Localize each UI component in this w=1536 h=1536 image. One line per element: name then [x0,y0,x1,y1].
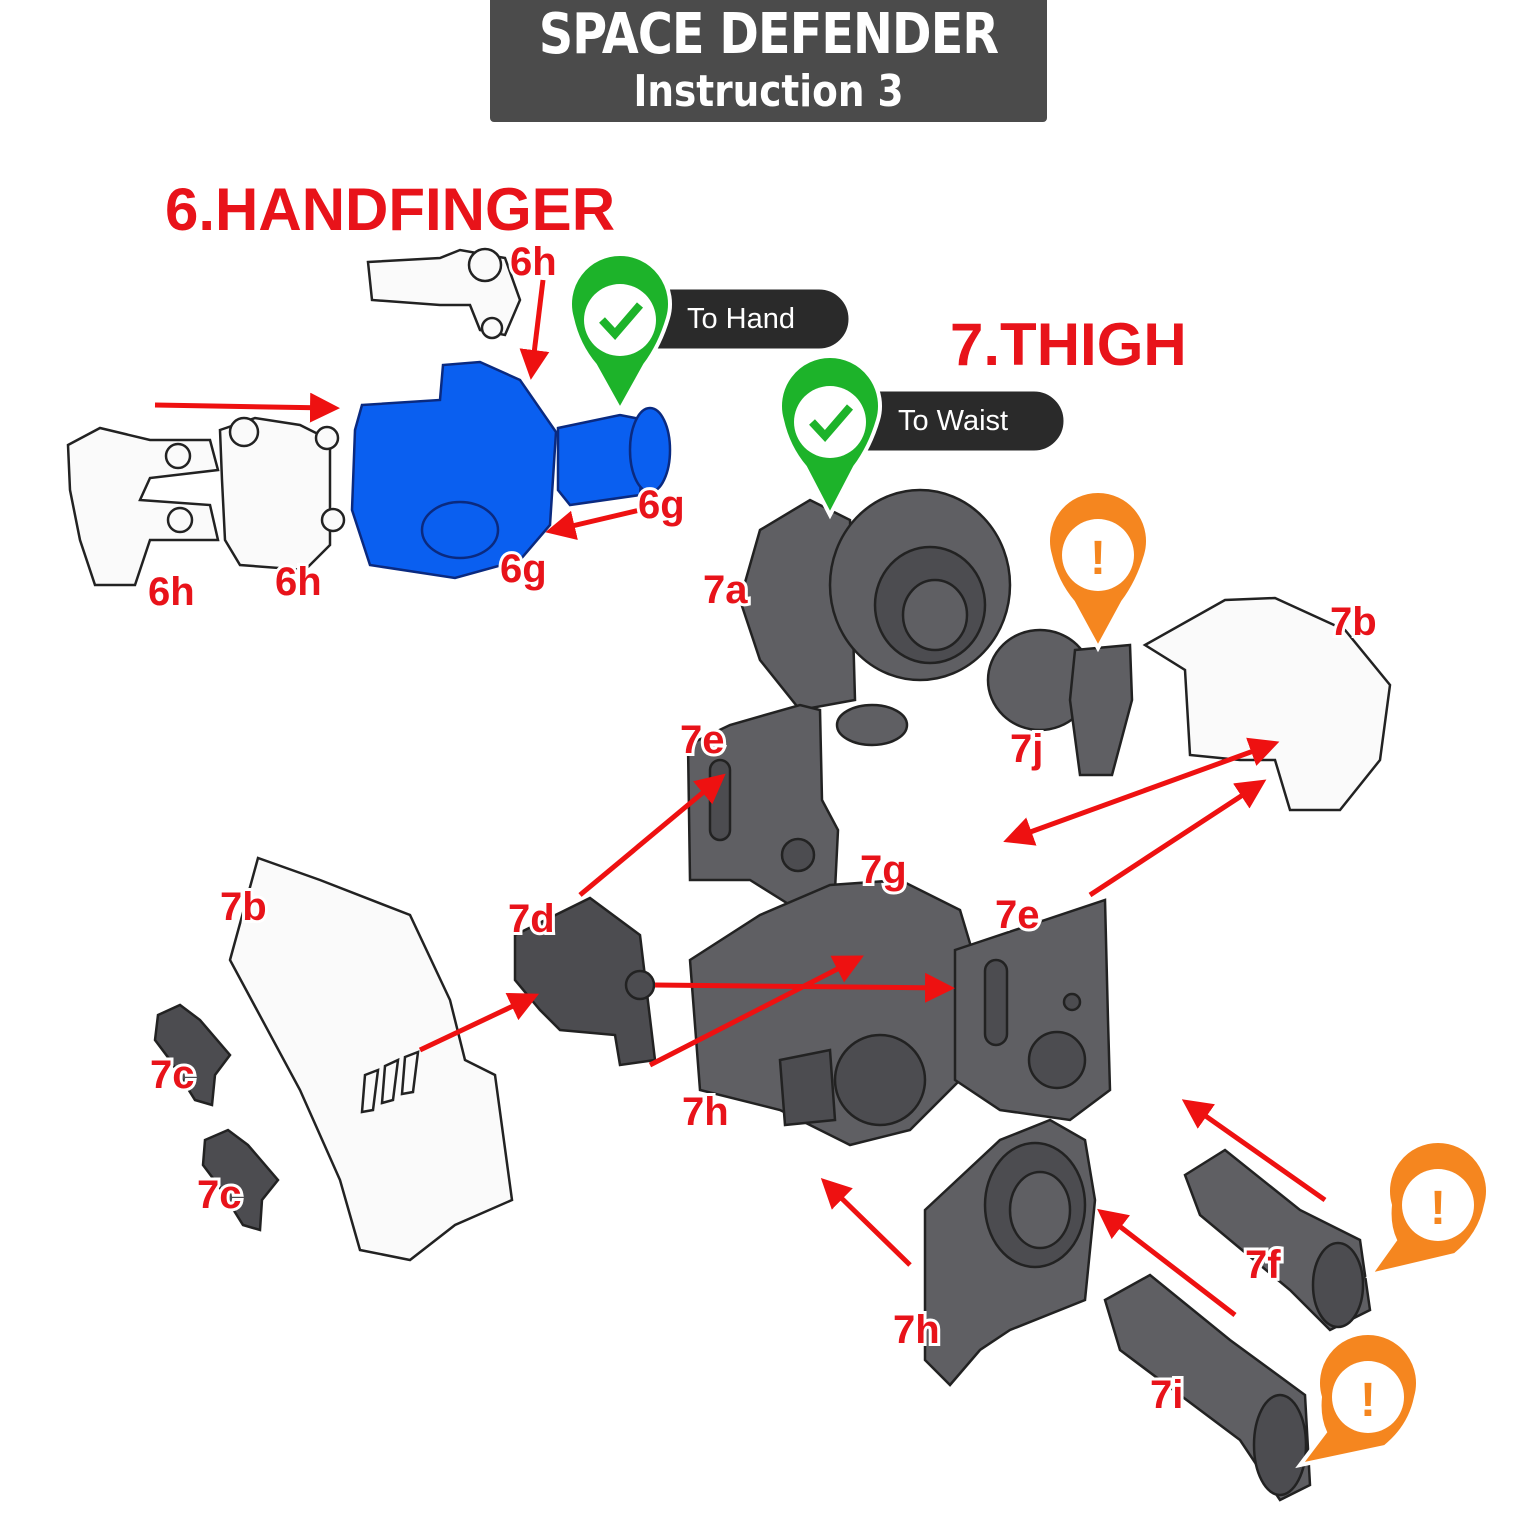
part-7c-bottom [201,1128,280,1232]
arrow [820,1178,912,1267]
callout-text: To Hand [687,303,795,335]
warning-icon: ! [1360,1374,1376,1427]
warning-callout-7f: ! [1365,1139,1490,1279]
label-7g: 7g [860,848,907,892]
label-7c: 7c [197,1173,242,1217]
label-7d: 7d [508,897,555,941]
check-icon [809,404,854,442]
warning-icon: ! [1430,1182,1446,1235]
arrow [1097,1208,1237,1317]
part-7e-right [953,898,1112,1122]
arrow [545,507,641,541]
label-7h: 7h [682,1090,729,1134]
warning-callout-7j: ! [1046,489,1150,653]
label-7c: 7c [150,1053,195,1097]
part-7g [688,878,977,1147]
callout-to-waist: To Waist [778,354,1067,520]
subtitle: Instruction 3 [633,66,904,117]
section-heading-handfinger: 6.HANDFINGER [165,176,615,243]
arrow [519,279,550,380]
label-6h: 6h [148,570,195,614]
arrow [154,392,340,423]
warning-icon: ! [1090,532,1106,585]
label-7j: 7j [1010,727,1043,771]
title-banner: SPACE DEFENDER Instruction 3 [490,0,1047,122]
assembly-arrows [154,279,1327,1317]
label-6h: 6h [510,240,557,284]
section-heading-thigh: 7.THIGH [950,311,1187,378]
arrow [648,955,864,1068]
arrow [418,992,540,1053]
part-7b-left [228,856,514,1262]
label-7e: 7e [995,893,1040,937]
callout-to-hand: To Hand [568,252,852,415]
label-7a: 7a [703,568,748,612]
label-7b: 7b [1330,600,1377,644]
arrow [1003,737,1280,846]
label-6h: 6h [275,560,322,604]
callout-text: To Waist [898,405,1008,437]
check-icon [599,302,644,340]
part-7h-bottom [923,1118,1097,1387]
label-6g: 6g [500,547,547,591]
label-7e: 7e [680,718,725,762]
warning-callout-7i: ! [1295,1331,1420,1469]
label-7h: 7h [893,1308,940,1352]
arrow [1181,1099,1327,1203]
label-6g: 6g [638,483,685,527]
part-6h-top [366,247,522,340]
part-7f [1183,1148,1372,1332]
title: SPACE DEFENDER [538,2,999,67]
label-7i: 7i [1150,1373,1183,1417]
part-7i [1103,1273,1312,1502]
label-7b: 7b [220,885,267,929]
part-6h-left [66,426,220,587]
part-7a [738,488,1012,747]
part-6h-mid [218,416,346,572]
part-7c-top [153,1003,232,1107]
arrow [578,773,726,897]
label-7f: 7f [1245,1243,1281,1287]
